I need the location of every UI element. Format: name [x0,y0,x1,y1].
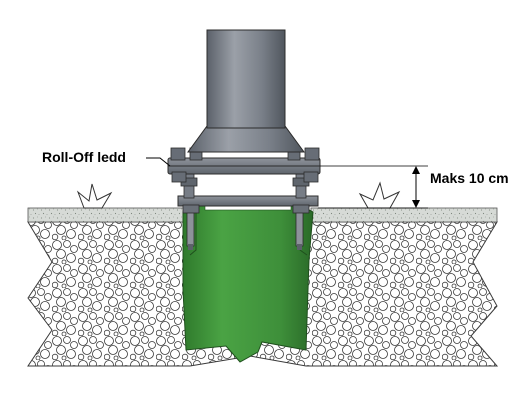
base-nut-right [292,204,310,214]
base-plate [177,195,319,207]
grass-tuft-icon [76,183,113,209]
height-label: Maks 10 cm [430,170,509,186]
joint-label: Roll-Off ledd [42,149,126,165]
pole [206,29,286,129]
height-dimension-arrow-icon [412,166,420,208]
joint-leader-line [146,157,171,167]
anchor-bolt-right [295,211,304,250]
grass-tuft-icon [358,181,401,209]
sand-layer-left [27,207,194,223]
pole-flare [187,125,305,153]
flange-nuts [170,147,320,183]
base-nut-left [182,204,200,214]
sand-layer-right [310,207,498,223]
concrete-foundation [182,204,314,363]
anchor-bolt-left [186,211,195,250]
foundation-edge-left [189,206,197,256]
